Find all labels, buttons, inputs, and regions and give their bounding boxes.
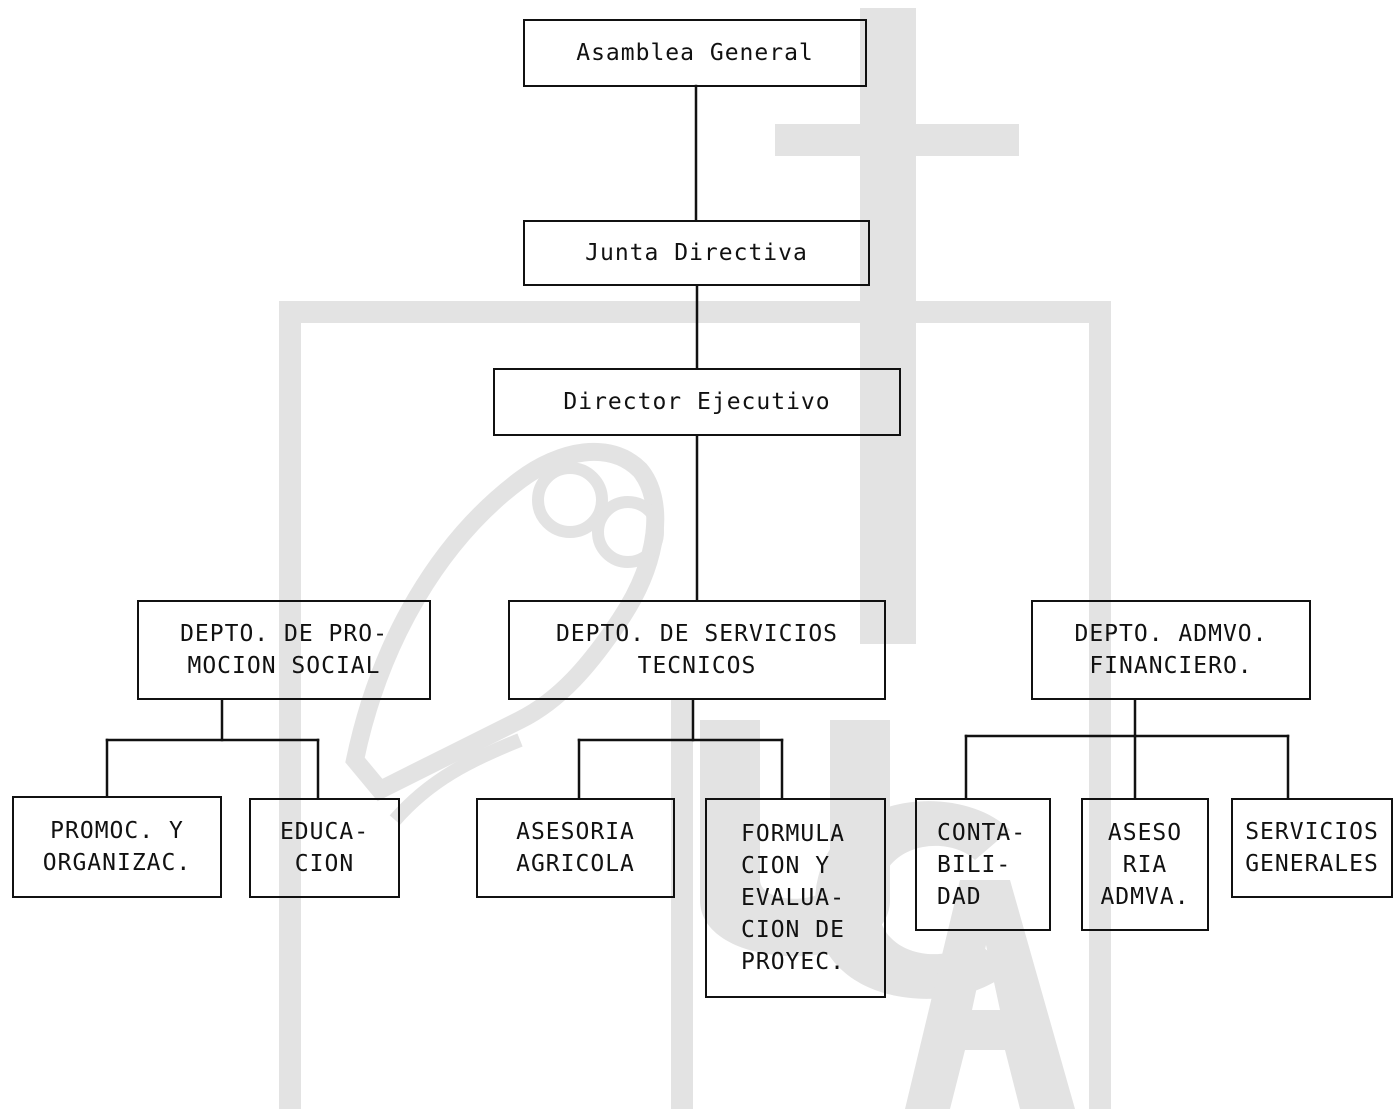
node-promoc-organizac-label: PROMOC. Y ORGANIZAC. <box>42 818 192 876</box>
node-asesoria-admva-label: ASESO RIA ADMVA. <box>1100 819 1190 910</box>
node-director-ejecutivo: Director Ejecutivo <box>493 368 901 436</box>
node-asesoria-admva: ASESO RIA ADMVA. <box>1081 798 1209 931</box>
node-servicios-generales: SERVICIOS GENERALES <box>1231 798 1393 898</box>
watermark-cross-horizontal <box>775 124 1019 156</box>
node-contabilidad-label: CONTA- BILI- DAD <box>937 819 1027 910</box>
node-servicios-generales-label: SERVICIOS GENERALES <box>1245 819 1379 877</box>
node-educacion: EDUCA- CION <box>249 798 400 898</box>
node-asamblea-general: Asamblea General <box>523 19 867 87</box>
node-junta-directiva: Junta Directiva <box>523 220 870 286</box>
node-junta-directiva-label: Junta Directiva <box>585 240 808 266</box>
watermark-frame <box>279 301 1111 1109</box>
node-depto-servicios-tecnicos: DEPTO. DE SERVICIOS TECNICOS <box>508 600 886 700</box>
node-formulacion-evaluacion-proyec: FORMULA CION Y EVALUA- CION DE PROYEC. <box>705 798 886 998</box>
watermark-cross-vertical <box>860 8 916 644</box>
node-depto-promocion-social: DEPTO. DE PRO- MOCION SOCIAL <box>137 600 431 700</box>
node-educacion-label: EDUCA- CION <box>279 819 370 877</box>
node-depto-admvo-financiero-label: DEPTO. ADMVO. FINANCIERO. <box>1074 621 1268 679</box>
watermark-letter-a <box>905 880 1075 1109</box>
node-depto-promocion-social-label: DEPTO. DE PRO- MOCION SOCIAL <box>180 621 388 679</box>
node-director-ejecutivo-label: Director Ejecutivo <box>563 389 831 415</box>
node-contabilidad: CONTA- BILI- DAD <box>915 798 1051 931</box>
node-asesoria-agricola-label: ASESORIA AGRICOLA <box>516 819 635 877</box>
node-formulacion-evaluacion-proyec-label: FORMULA CION Y EVALUA- CION DE PROYEC. <box>741 821 845 975</box>
node-asamblea-general-label: Asamblea General <box>576 40 814 66</box>
node-promoc-organizac: PROMOC. Y ORGANIZAC. <box>12 796 222 898</box>
node-depto-admvo-financiero: DEPTO. ADMVO. FINANCIERO. <box>1031 600 1311 700</box>
node-depto-servicios-tecnicos-label: DEPTO. DE SERVICIOS TECNICOS <box>555 621 839 679</box>
node-asesoria-agricola: ASESORIA AGRICOLA <box>476 798 675 898</box>
